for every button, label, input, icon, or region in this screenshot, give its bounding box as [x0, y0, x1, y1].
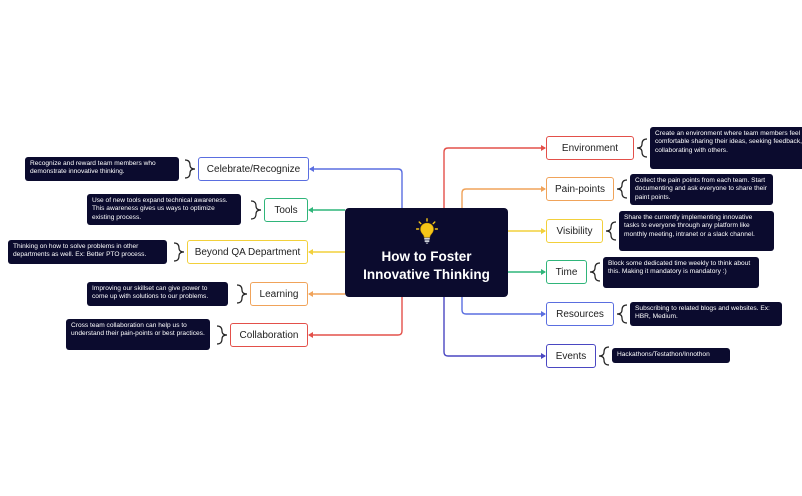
branch-tools-arrow	[308, 207, 313, 213]
branch-visibility-node-label: Visibility	[556, 225, 593, 237]
branch-visibility-note: Share the currently implementing innovat…	[619, 211, 774, 251]
branch-events-arrow	[541, 353, 546, 359]
central-title-line-1: How to Foster	[381, 248, 472, 264]
branch-tools-node-label: Tools	[274, 204, 298, 216]
branch-pain-points-arrow	[541, 186, 546, 192]
branch-resources-arrow	[541, 311, 546, 317]
branch-celebrate-recognize-node[interactable]: Celebrate/Recognize	[198, 157, 309, 181]
branch-celebrate-recognize-connector	[310, 168, 403, 208]
lightbulb-icon	[415, 217, 438, 244]
branch-collaboration-node[interactable]: Collaboration	[230, 323, 308, 347]
branch-beyond-qa-department-arrow	[308, 249, 313, 255]
branch-collaboration-note: Cross team collaboration can help us to …	[66, 319, 210, 350]
branch-beyond-qa-department-note: Thinking on how to solve problems in oth…	[8, 240, 167, 264]
branch-resources-note: Subscribing to related blogs and website…	[630, 302, 782, 326]
branch-pain-points-node-label: Pain-points	[554, 183, 606, 195]
branch-events-node-label: Events	[555, 350, 587, 362]
branch-events-node[interactable]: Events	[546, 344, 596, 368]
branch-learning-arrow	[308, 291, 313, 297]
branch-visibility-brace	[605, 221, 617, 241]
branch-collaboration-connector	[309, 297, 403, 336]
branch-collaboration-brace	[216, 325, 228, 345]
branch-tools-note: Use of new tools expand technical awaren…	[87, 194, 241, 225]
branch-celebrate-recognize-brace	[184, 159, 196, 179]
branch-learning-node[interactable]: Learning	[250, 282, 308, 306]
branch-time-node-label: Time	[555, 266, 578, 278]
branch-learning-brace	[236, 284, 248, 304]
branch-events-connector	[443, 297, 545, 357]
branch-time-arrow	[541, 269, 546, 275]
branch-time-note: Block some dedicated time weekly to thin…	[603, 257, 759, 288]
branch-environment-node-label: Environment	[561, 142, 619, 154]
branch-events-brace	[598, 346, 610, 366]
branch-collaboration-arrow	[308, 332, 313, 338]
branch-time-node[interactable]: Time	[546, 260, 587, 284]
branch-pain-points-connector	[461, 188, 545, 208]
branch-learning-note: Improving our skillset can give power to…	[87, 282, 228, 306]
branch-pain-points-brace	[616, 179, 628, 199]
branch-tools-node[interactable]: Tools	[264, 198, 308, 222]
branch-environment-arrow	[541, 145, 546, 151]
branch-environment-brace	[636, 138, 648, 158]
branch-pain-points-node[interactable]: Pain-points	[546, 177, 614, 201]
central-topic[interactable]: How to Foster Innovative Thinking	[345, 208, 508, 297]
branch-beyond-qa-department-brace	[173, 242, 185, 262]
branch-beyond-qa-department-node[interactable]: Beyond QA Department	[187, 240, 308, 264]
branch-time-brace	[589, 262, 601, 282]
branch-environment-connector	[443, 147, 545, 208]
branch-visibility-node[interactable]: Visibility	[546, 219, 603, 243]
branch-learning-node-label: Learning	[259, 288, 299, 300]
branch-environment-note: Create an environment where team members…	[650, 127, 802, 169]
branch-collaboration-node-label: Collaboration	[239, 329, 299, 341]
branch-resources-node[interactable]: Resources	[546, 302, 614, 326]
branch-pain-points-note: Collect the pain points from each team. …	[630, 174, 773, 205]
branch-events-note: Hackathons/Testathon/Innothon	[612, 348, 730, 363]
central-topic-title: How to Foster Innovative Thinking	[363, 248, 490, 284]
branch-celebrate-recognize-node-label: Celebrate/Recognize	[206, 163, 301, 175]
branch-resources-node-label: Resources	[556, 308, 604, 320]
branch-tools-brace	[250, 200, 262, 220]
branch-visibility-arrow	[541, 228, 546, 234]
branch-celebrate-recognize-note: Recognize and reward team members who de…	[25, 157, 179, 181]
branch-environment-node[interactable]: Environment	[546, 136, 634, 160]
central-title-line-2: Innovative Thinking	[363, 266, 490, 282]
branch-celebrate-recognize-arrow	[309, 166, 314, 172]
branch-beyond-qa-department-node-label: Beyond QA Department	[194, 246, 301, 258]
branch-resources-connector	[461, 297, 545, 315]
branch-resources-brace	[616, 304, 628, 324]
